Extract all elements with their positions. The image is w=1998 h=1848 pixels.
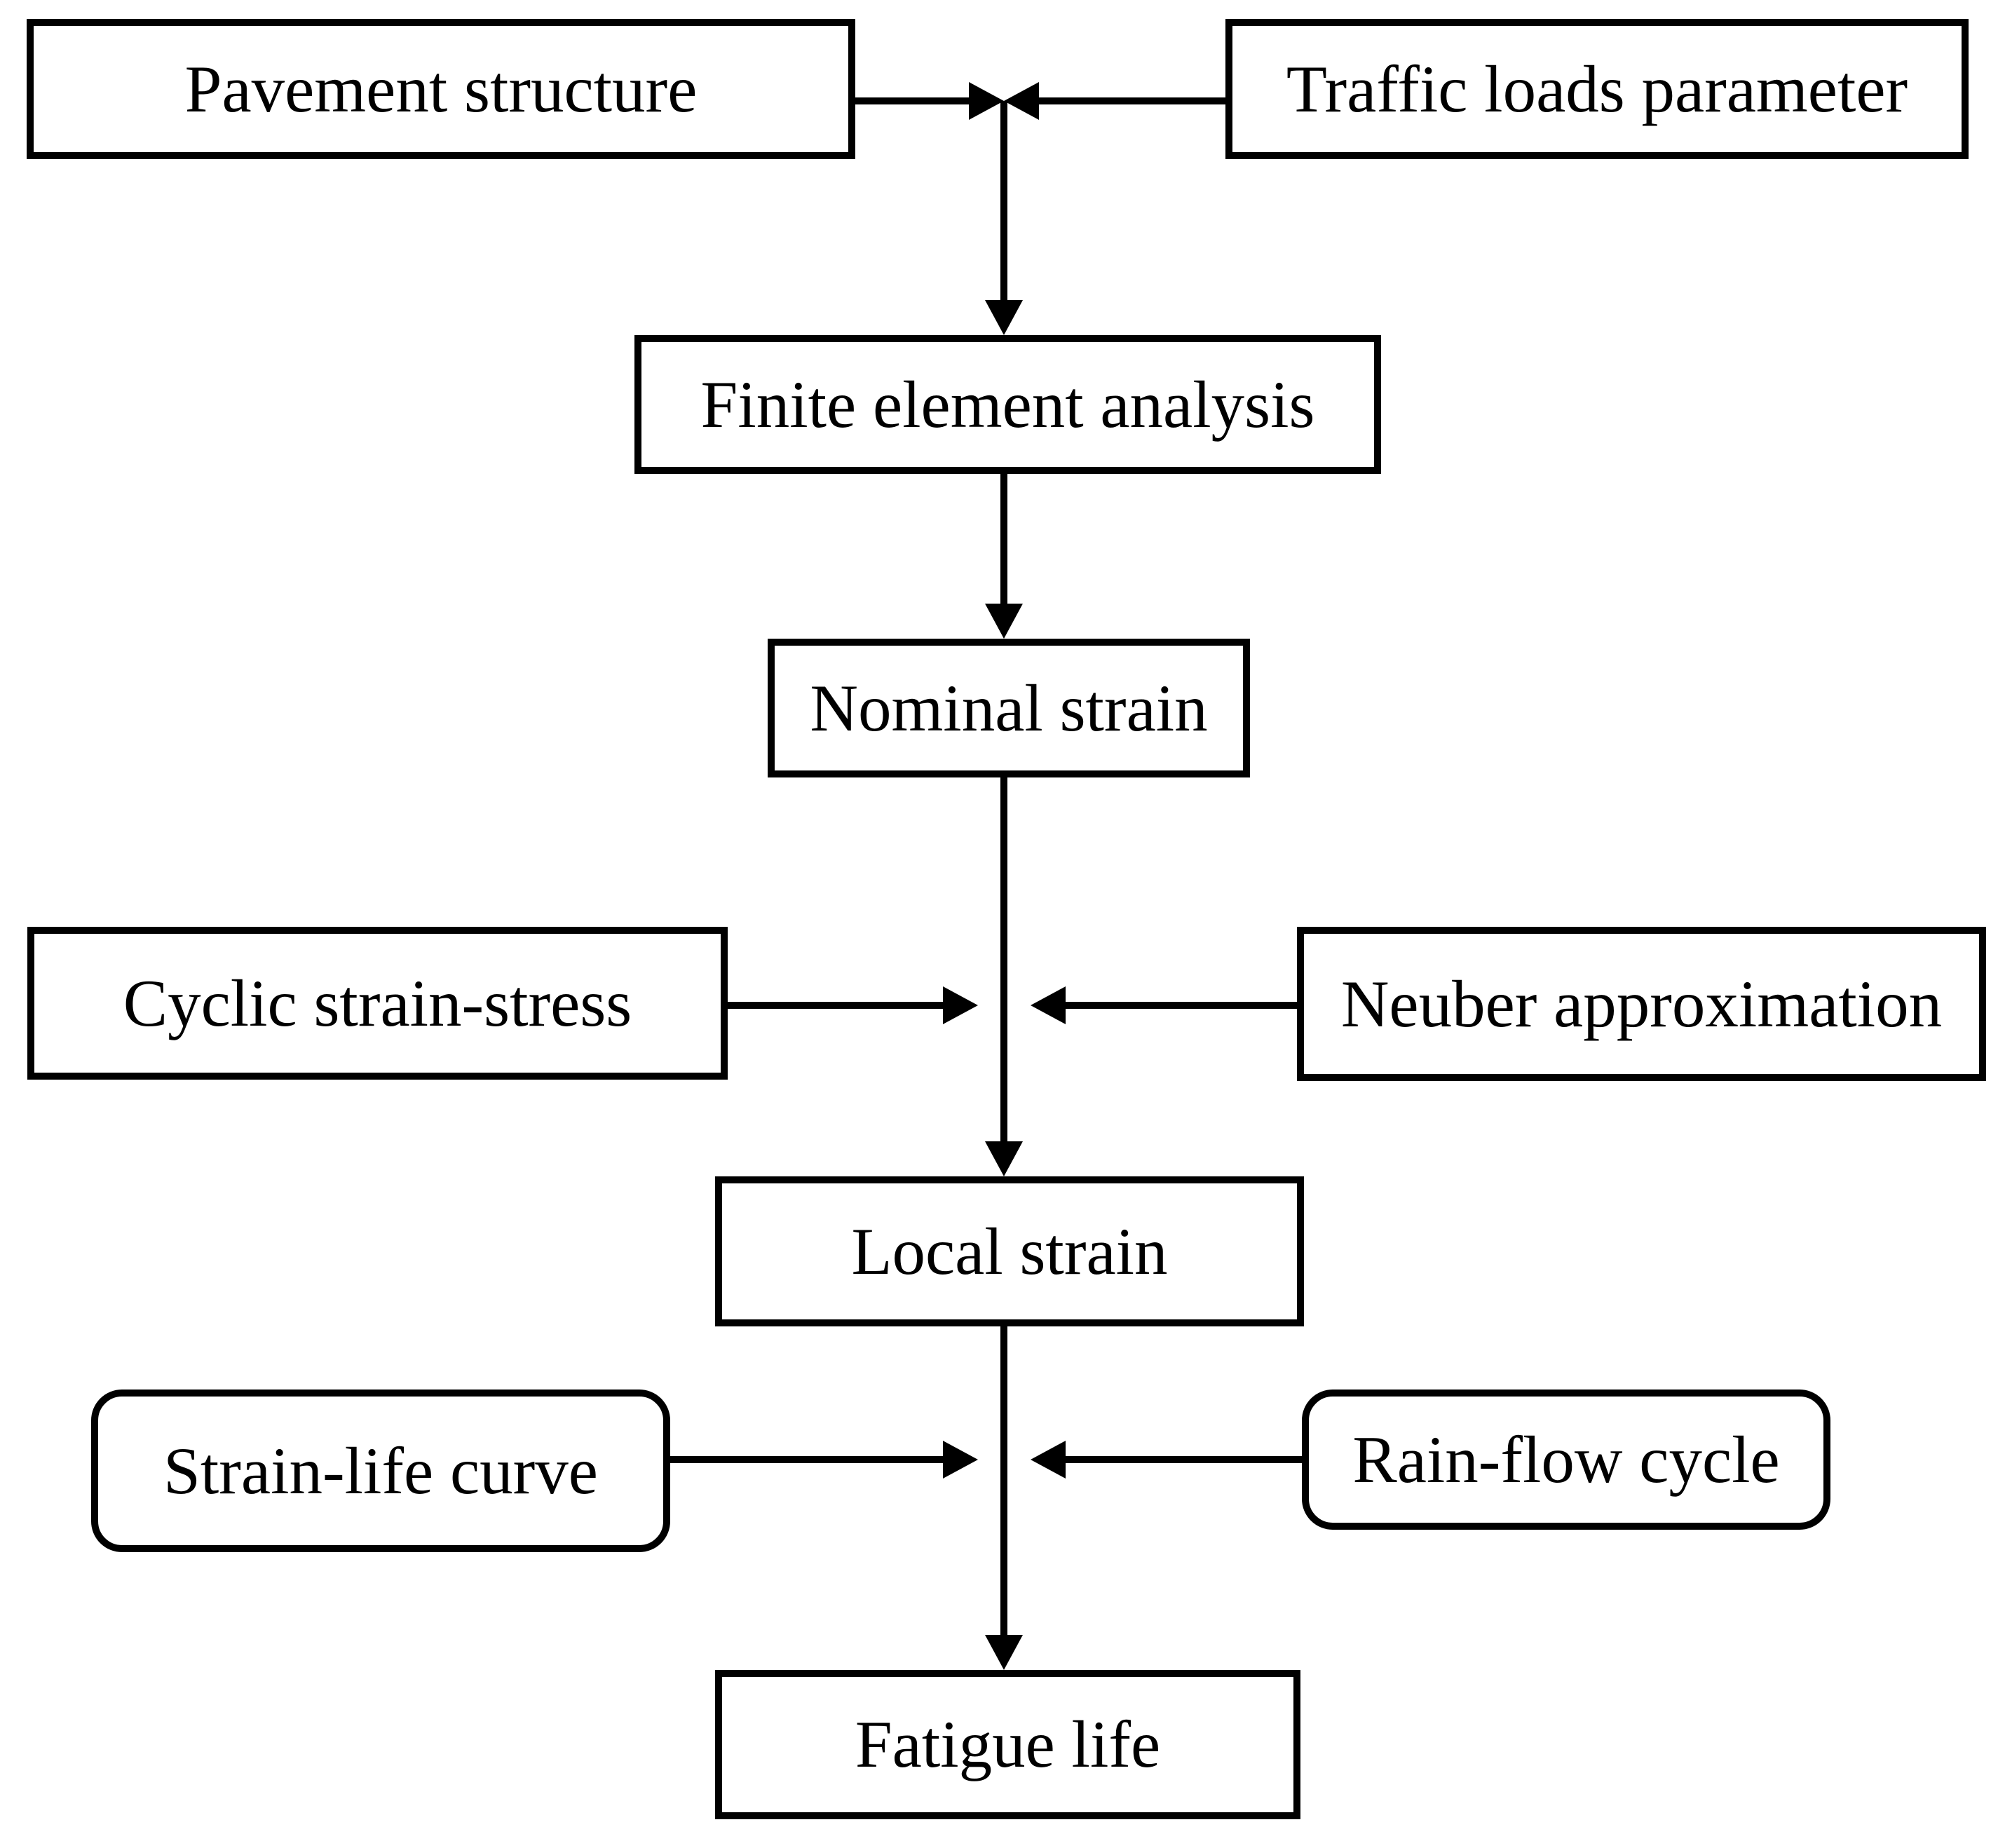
arrowhead-left-rainflow-icon: [1031, 1441, 1066, 1479]
node-label: Fatigue life: [855, 1707, 1161, 1781]
arrowhead-left-neuber-icon: [1031, 986, 1066, 1024]
node-label: Cyclic strain-stress: [123, 965, 632, 1040]
arrowhead-left-traffic-icon: [1004, 82, 1039, 120]
node-traffic-loads-parameter: Traffic loads parameter: [1225, 19, 1969, 159]
node-cyclic-strain-stress: Cyclic strain-stress: [27, 927, 728, 1080]
node-label: Pavement structure: [184, 51, 698, 126]
node-nominal-strain: Nominal strain: [768, 639, 1250, 777]
node-rain-flow-cycle: Rain-flow cycle: [1302, 1390, 1830, 1530]
arrowhead-down-local-icon: [985, 1141, 1023, 1176]
arrowhead-down-fea-icon: [985, 300, 1023, 335]
node-label: Strain-life curve: [163, 1433, 598, 1508]
node-neuber-approximation: Neuber approximation: [1297, 927, 1986, 1081]
node-label: Rain-flow cycle: [1352, 1422, 1780, 1497]
node-local-strain: Local strain: [715, 1176, 1304, 1326]
arrowhead-right-pavement-icon: [969, 82, 1004, 120]
arrowhead-down-fatigue-icon: [985, 1635, 1023, 1670]
node-fatigue-life: Fatigue life: [715, 1670, 1300, 1819]
arrowhead-right-strainlife-icon: [943, 1441, 978, 1479]
node-label: Traffic loads parameter: [1286, 51, 1908, 126]
arrowhead-down-nominal-icon: [985, 604, 1023, 639]
node-label: Local strain: [851, 1214, 1168, 1289]
arrowhead-right-cyclic-icon: [943, 986, 978, 1024]
node-label: Finite element analysis: [700, 367, 1315, 442]
node-label: Neuber approximation: [1340, 966, 1943, 1041]
node-finite-element-analysis: Finite element analysis: [634, 335, 1381, 474]
node-pavement-structure: Pavement structure: [27, 19, 855, 159]
node-strain-life-curve: Strain-life curve: [91, 1390, 670, 1552]
node-label: Nominal strain: [810, 670, 1208, 745]
